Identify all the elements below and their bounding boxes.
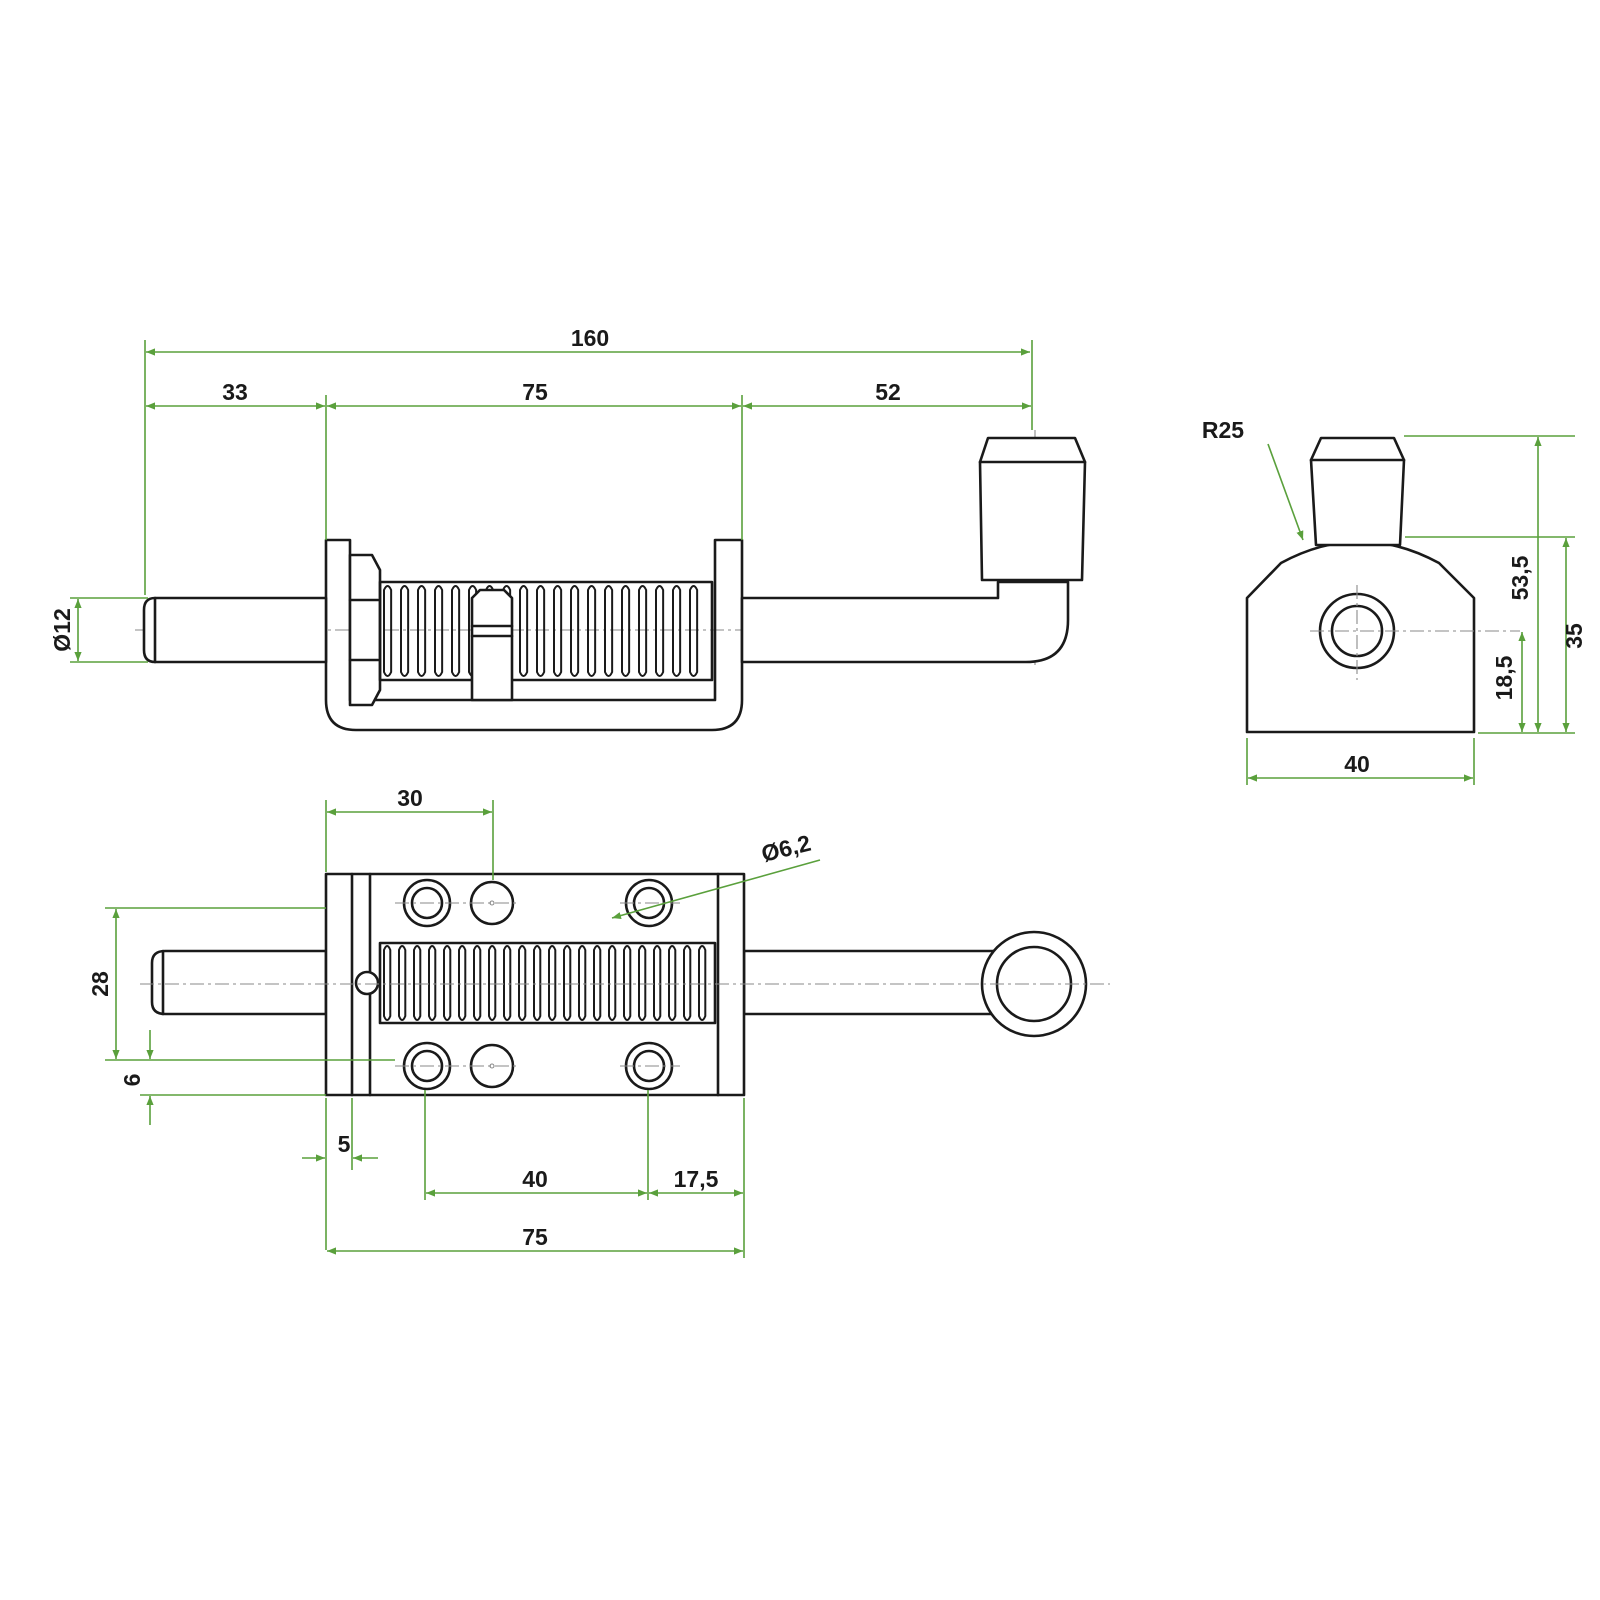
- top-view: 30 Ø6,2 28 6 5 40 17,5 75: [87, 785, 1110, 1258]
- handle-knob: [978, 436, 1087, 582]
- dimension-label-6: 6: [119, 1074, 145, 1087]
- spring-coil: [443, 945, 452, 1021]
- dimension-label-75-top: 75: [522, 1224, 548, 1250]
- end-view-body: [1245, 540, 1476, 734]
- spring-coil: [570, 585, 580, 677]
- top-view-spring-housing: [378, 941, 717, 1025]
- spring-coil: [553, 585, 563, 677]
- spring-coil: [383, 585, 393, 677]
- spring-coil: [578, 945, 587, 1021]
- spring-coil: [548, 945, 557, 1021]
- spring-coil: [653, 945, 662, 1021]
- spring-coil: [672, 585, 682, 677]
- spring-coil: [604, 585, 614, 677]
- bolt-pin-end: [142, 596, 328, 664]
- spring-coil: [638, 945, 647, 1021]
- spring-coil: [668, 945, 677, 1021]
- dimension-label-r25: R25: [1202, 417, 1244, 443]
- dimension-label-33: 33: [222, 379, 248, 405]
- spring-coil: [563, 945, 572, 1021]
- spring-coil: [488, 945, 497, 1021]
- spring-coil: [608, 945, 617, 1021]
- dimension-label-5: 5: [338, 1131, 351, 1157]
- spring-coil: [698, 945, 707, 1021]
- spring-coil: [458, 945, 467, 1021]
- spring-coil: [638, 585, 648, 677]
- spring-coil: [383, 945, 392, 1021]
- dimension-label-40-top: 40: [522, 1166, 548, 1192]
- spring-coil: [413, 945, 422, 1021]
- dimension-label-17-5: 17,5: [674, 1166, 719, 1192]
- spring-coil: [655, 585, 665, 677]
- end-view: R25 53,5 35 18,5 40: [1202, 417, 1587, 785]
- dimension-label-diameter-6-2: Ø6,2: [759, 830, 814, 867]
- u-bracket: [324, 538, 744, 732]
- retaining-nut: [348, 553, 382, 707]
- locking-pin: [470, 588, 514, 702]
- spring-housing: [378, 580, 714, 682]
- leader-diameter-6-2: [611, 859, 821, 920]
- dimension-label-28: 28: [87, 971, 113, 997]
- spring-coil: [434, 585, 444, 677]
- top-view-spring-coils: [383, 945, 707, 1021]
- dimension-label-160: 160: [571, 325, 609, 351]
- spring-coil: [621, 585, 631, 677]
- spring-coil: [473, 945, 482, 1021]
- dimension-label-30: 30: [397, 785, 423, 811]
- spring-coil: [519, 585, 529, 677]
- spring-coil: [593, 945, 602, 1021]
- spring-coil: [518, 945, 527, 1021]
- dimension-label-diameter-12: Ø12: [49, 608, 75, 651]
- spring-coils: [383, 585, 699, 677]
- end-view-handle-knob: [1309, 436, 1406, 547]
- dimension-label-53-5: 53,5: [1507, 555, 1533, 600]
- dimension-label-40-end: 40: [1344, 751, 1370, 777]
- spring-coil: [689, 585, 699, 677]
- spring-coil: [417, 585, 427, 677]
- spring-coil: [587, 585, 597, 677]
- leader-r25: [1267, 443, 1304, 541]
- spring-coil: [503, 945, 512, 1021]
- top-view-bolt-pin: [150, 949, 328, 1016]
- spring-coil: [536, 585, 546, 677]
- side-view: 160 33 75 52 Ø12: [49, 325, 1087, 732]
- spring-coil: [398, 945, 407, 1021]
- dimension-label-52: 52: [875, 379, 901, 405]
- spring-coil: [428, 945, 437, 1021]
- dimension-label-18-5: 18,5: [1491, 655, 1517, 700]
- dimension-label-75: 75: [522, 379, 548, 405]
- bolt-rod-handle: [740, 580, 1070, 664]
- spring-coil: [623, 945, 632, 1021]
- top-view-locking-pin: [354, 970, 380, 996]
- spring-coil: [683, 945, 692, 1021]
- spring-coil: [533, 945, 542, 1021]
- dimension-label-35: 35: [1561, 623, 1587, 649]
- spring-coil: [451, 585, 461, 677]
- spring-coil: [400, 585, 410, 677]
- top-view-bolt-rod: [742, 949, 1004, 1016]
